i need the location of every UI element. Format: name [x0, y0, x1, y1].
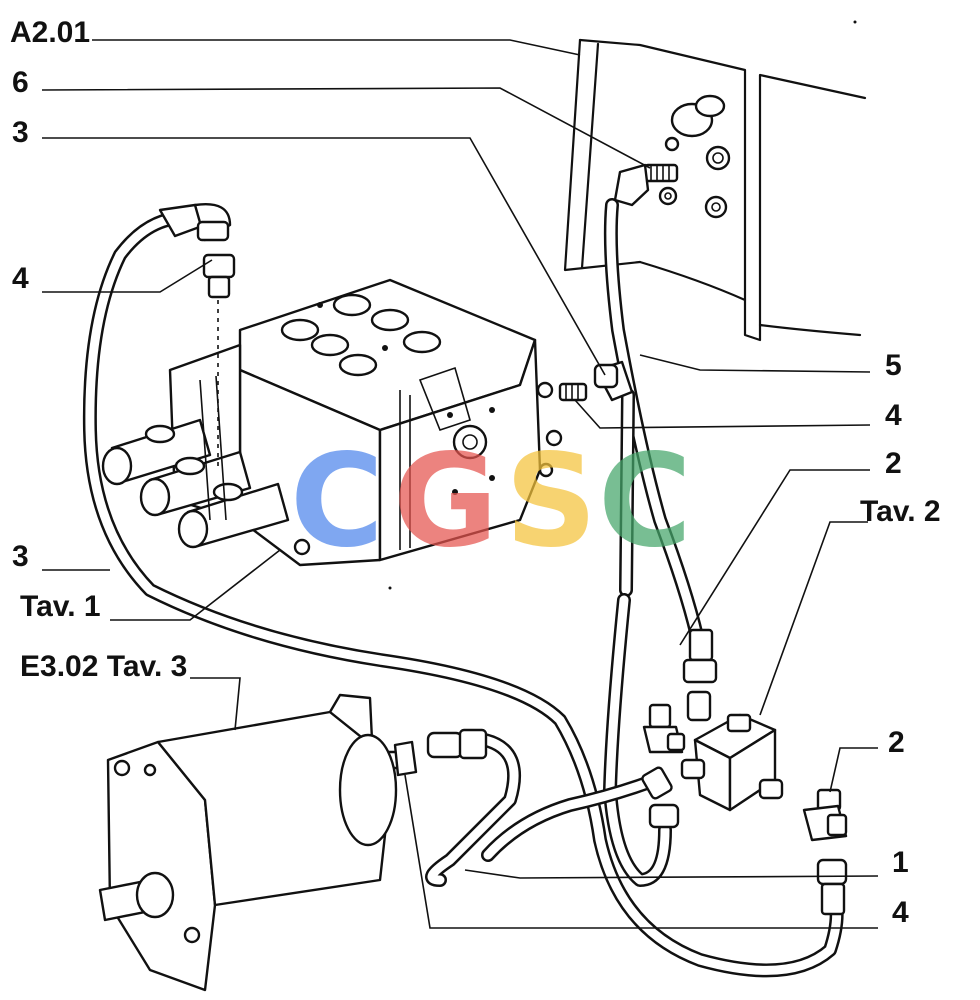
tee-fitting-item-2-upper — [642, 703, 686, 754]
watermark-letter-g: G — [393, 427, 498, 576]
fitting-item-4-mid — [558, 382, 588, 402]
watermark-letter-c1: C — [290, 427, 384, 576]
callout-2-lower: 2 — [888, 726, 905, 759]
valve-block-tav2 — [680, 690, 784, 812]
callout-2-upper: 2 — [885, 447, 902, 480]
hose-end-fittings — [158, 203, 848, 916]
fitting-item-6 — [613, 163, 679, 207]
callout-tav1: Tav. 1 — [20, 590, 101, 623]
callout-4-left: 4 — [12, 262, 29, 295]
callout-6: 6 — [12, 66, 29, 99]
leader-lines — [41, 39, 879, 929]
callout-3-left: 3 — [12, 540, 29, 573]
callout-1: 1 — [892, 846, 909, 879]
watermark-letter-s: S — [505, 427, 597, 576]
cgsc-watermark: C G S C — [290, 427, 692, 576]
hose-item-1 — [425, 733, 662, 887]
panel-a201 — [563, 38, 867, 342]
hydraulic-pump — [98, 693, 398, 992]
callout-5: 5 — [885, 349, 902, 382]
speck — [853, 20, 857, 24]
callout-4-bottom: 4 — [892, 896, 909, 929]
watermark-letter-c2: C — [598, 427, 692, 576]
spool-3 — [177, 482, 290, 549]
callout-a201: A2.01 — [10, 16, 90, 49]
callout-tav2: Tav. 2 — [860, 495, 941, 528]
callout-4-mid: 4 — [885, 399, 902, 432]
tee-fitting-item-2-lower — [802, 788, 848, 842]
callout-e302: E3.02 Tav. 3 — [20, 650, 187, 683]
callout-3-top: 3 — [12, 116, 29, 149]
speck — [388, 586, 392, 590]
fitting-item-4-left — [202, 253, 236, 470]
spool-2 — [139, 450, 252, 517]
hose-item-3-left — [82, 210, 844, 978]
hose-item-5 — [603, 198, 707, 657]
callout-labels: A2.01 6 3 4 5 4 2 Tav. 2 3 Tav. 1 E3.02 … — [10, 16, 941, 929]
control-valve-block — [101, 278, 563, 567]
spool-1 — [101, 418, 212, 486]
